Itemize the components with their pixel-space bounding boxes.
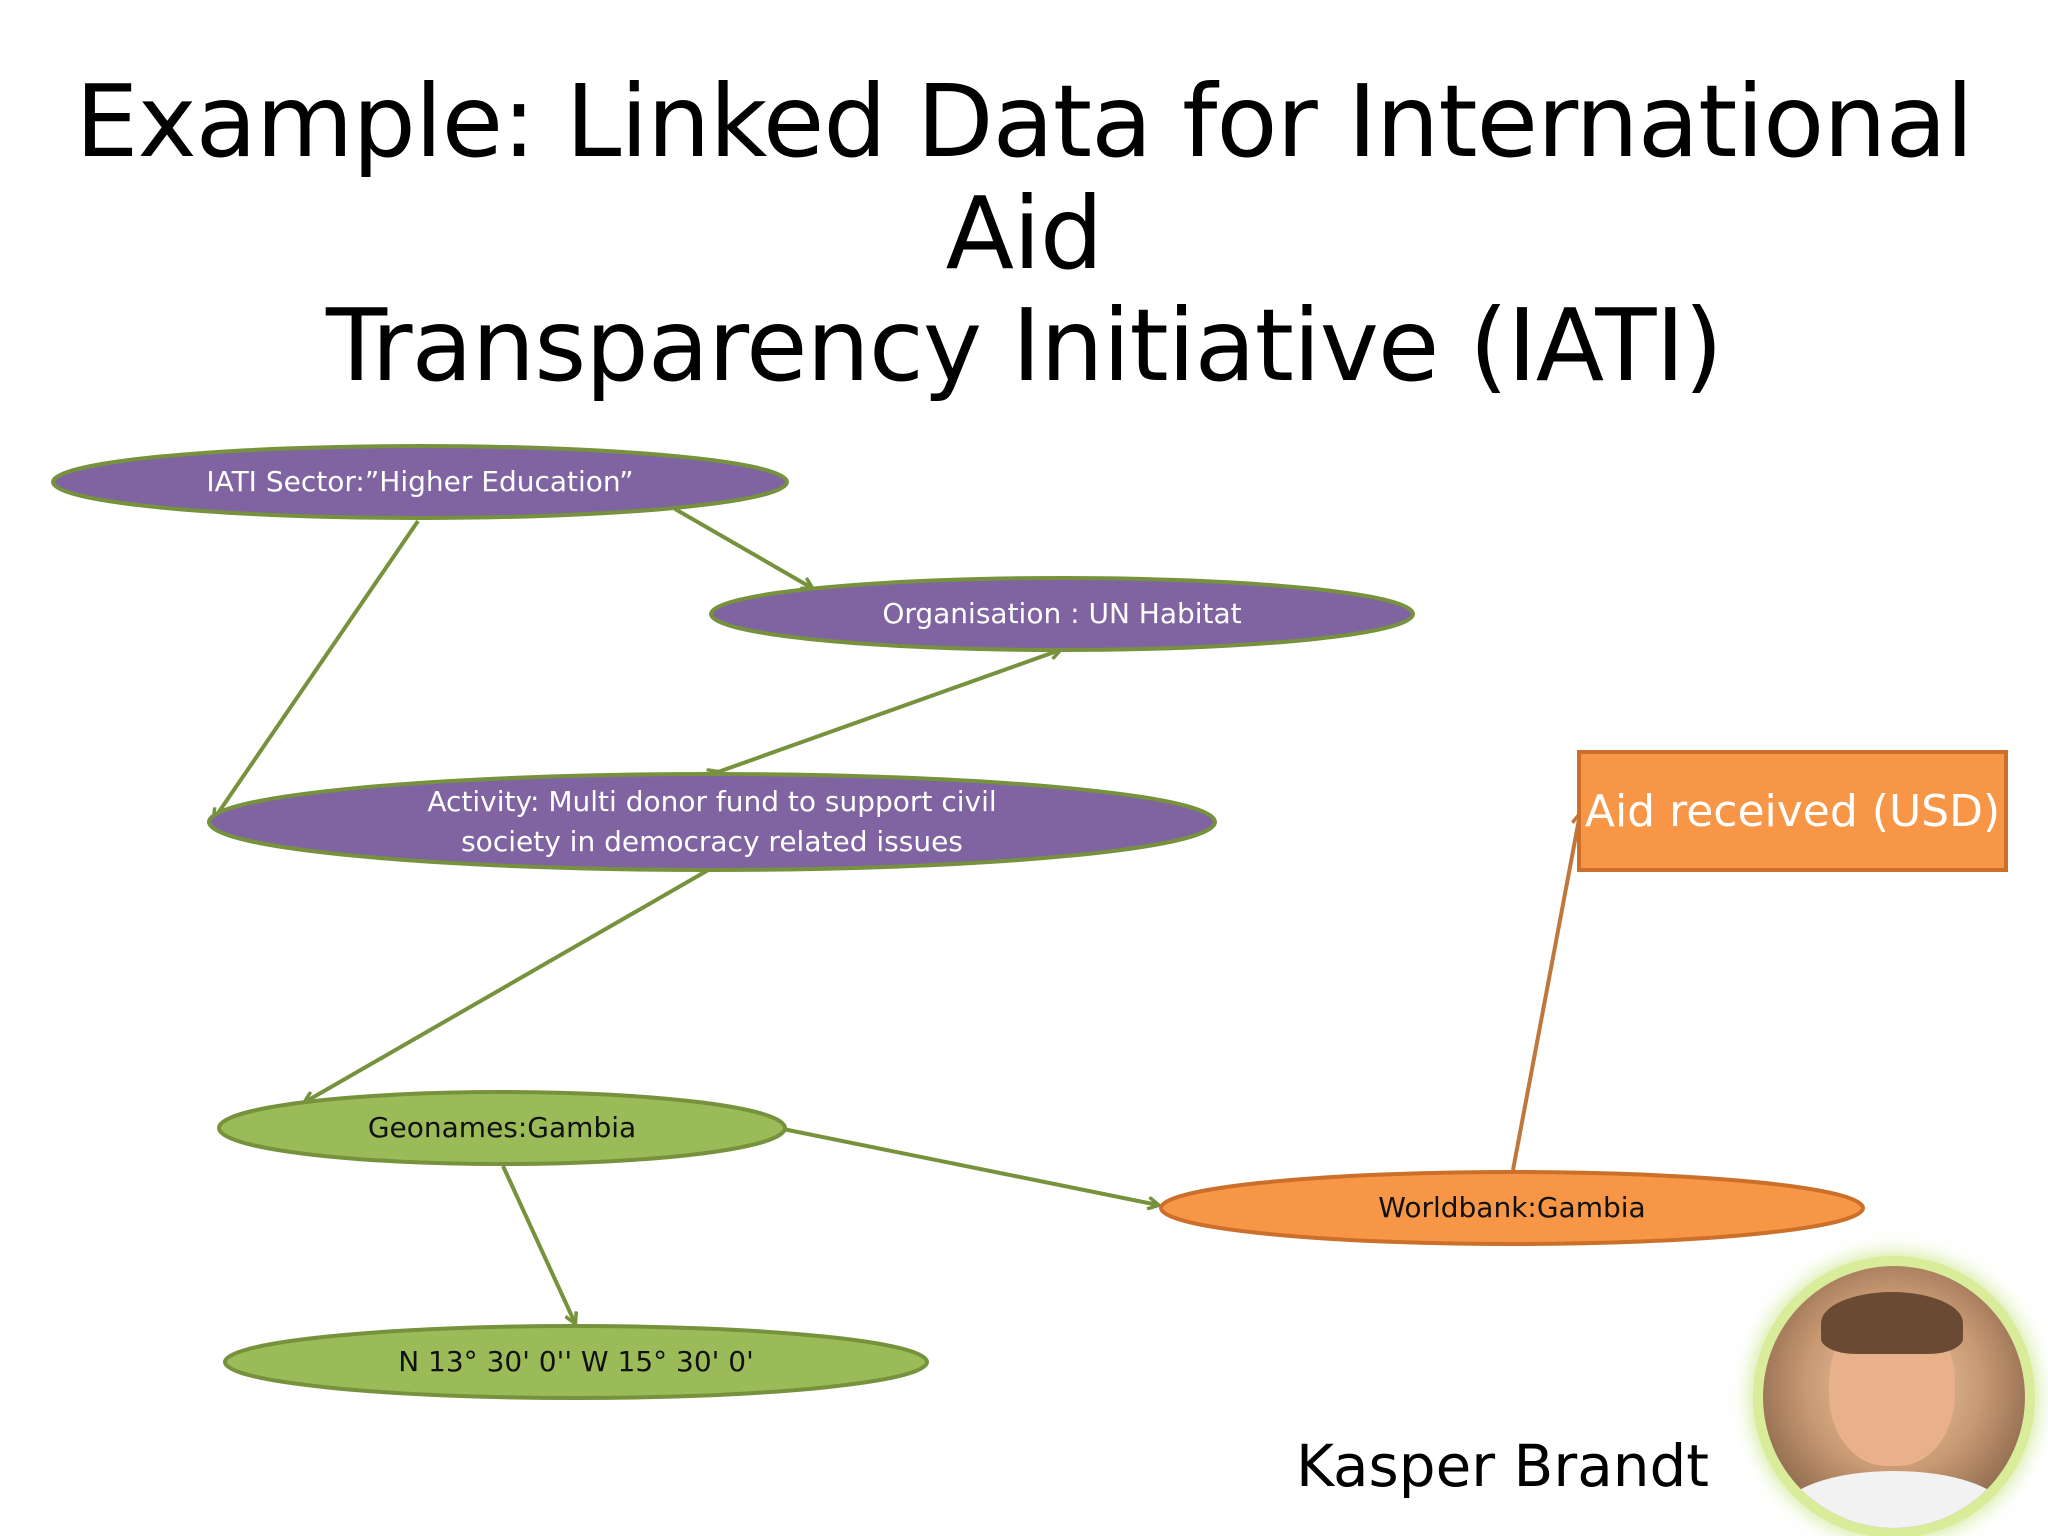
speaker-avatar [1763, 1266, 2025, 1528]
edge-sector-to-organisation [674, 507, 812, 588]
node-geonames [217, 1090, 787, 1166]
node-worldbank [1159, 1170, 1865, 1246]
node-activity-label: Activity: Multi donor fund to support ci… [209, 782, 1215, 862]
aid-received-label: Aid received (USD) [1584, 785, 2001, 837]
edge-geonames-to-coordinates [501, 1165, 575, 1323]
node-iati-sector-label: IATI Sector:”Higher Education” [206, 465, 634, 498]
node-organisation-label: Organisation : UN Habitat [882, 597, 1242, 630]
node-worldbank-label: Worldbank:Gambia [1378, 1191, 1646, 1224]
avatar-shirt [1783, 1471, 2005, 1528]
title-line-1: Example: Linked Data for International A… [75, 63, 1973, 292]
title-line-2: Transparency Initiative (IATI) [326, 287, 1723, 404]
node-iati-sector [51, 444, 789, 520]
node-coordinates [223, 1324, 929, 1400]
aid-received-box: Aid received (USD) [1577, 750, 2008, 872]
node-coordinates-label: N 13° 30' 0'' W 15° 30' 0' [398, 1345, 754, 1378]
edge-activity-organisation [718, 650, 1060, 772]
slide-title: Example: Linked Data for International A… [0, 66, 2048, 402]
node-activity-label-line-1: Activity: Multi donor fund to support ci… [427, 785, 997, 818]
edge-sector-to-activity [214, 519, 420, 819]
edge-activity-geonames [305, 869, 710, 1102]
edge-worldbank-to-aid [1511, 814, 1580, 1171]
avatar-hair [1821, 1292, 1963, 1354]
node-organisation [709, 576, 1415, 652]
node-activity [207, 772, 1217, 872]
speaker-name: Kasper Brandt [1296, 1432, 1710, 1500]
edge-geonames-to-worldbank [782, 1127, 1158, 1205]
node-geonames-label: Geonames:Gambia [367, 1111, 637, 1144]
node-activity-label-line-2: society in democracy related issues [461, 825, 963, 858]
